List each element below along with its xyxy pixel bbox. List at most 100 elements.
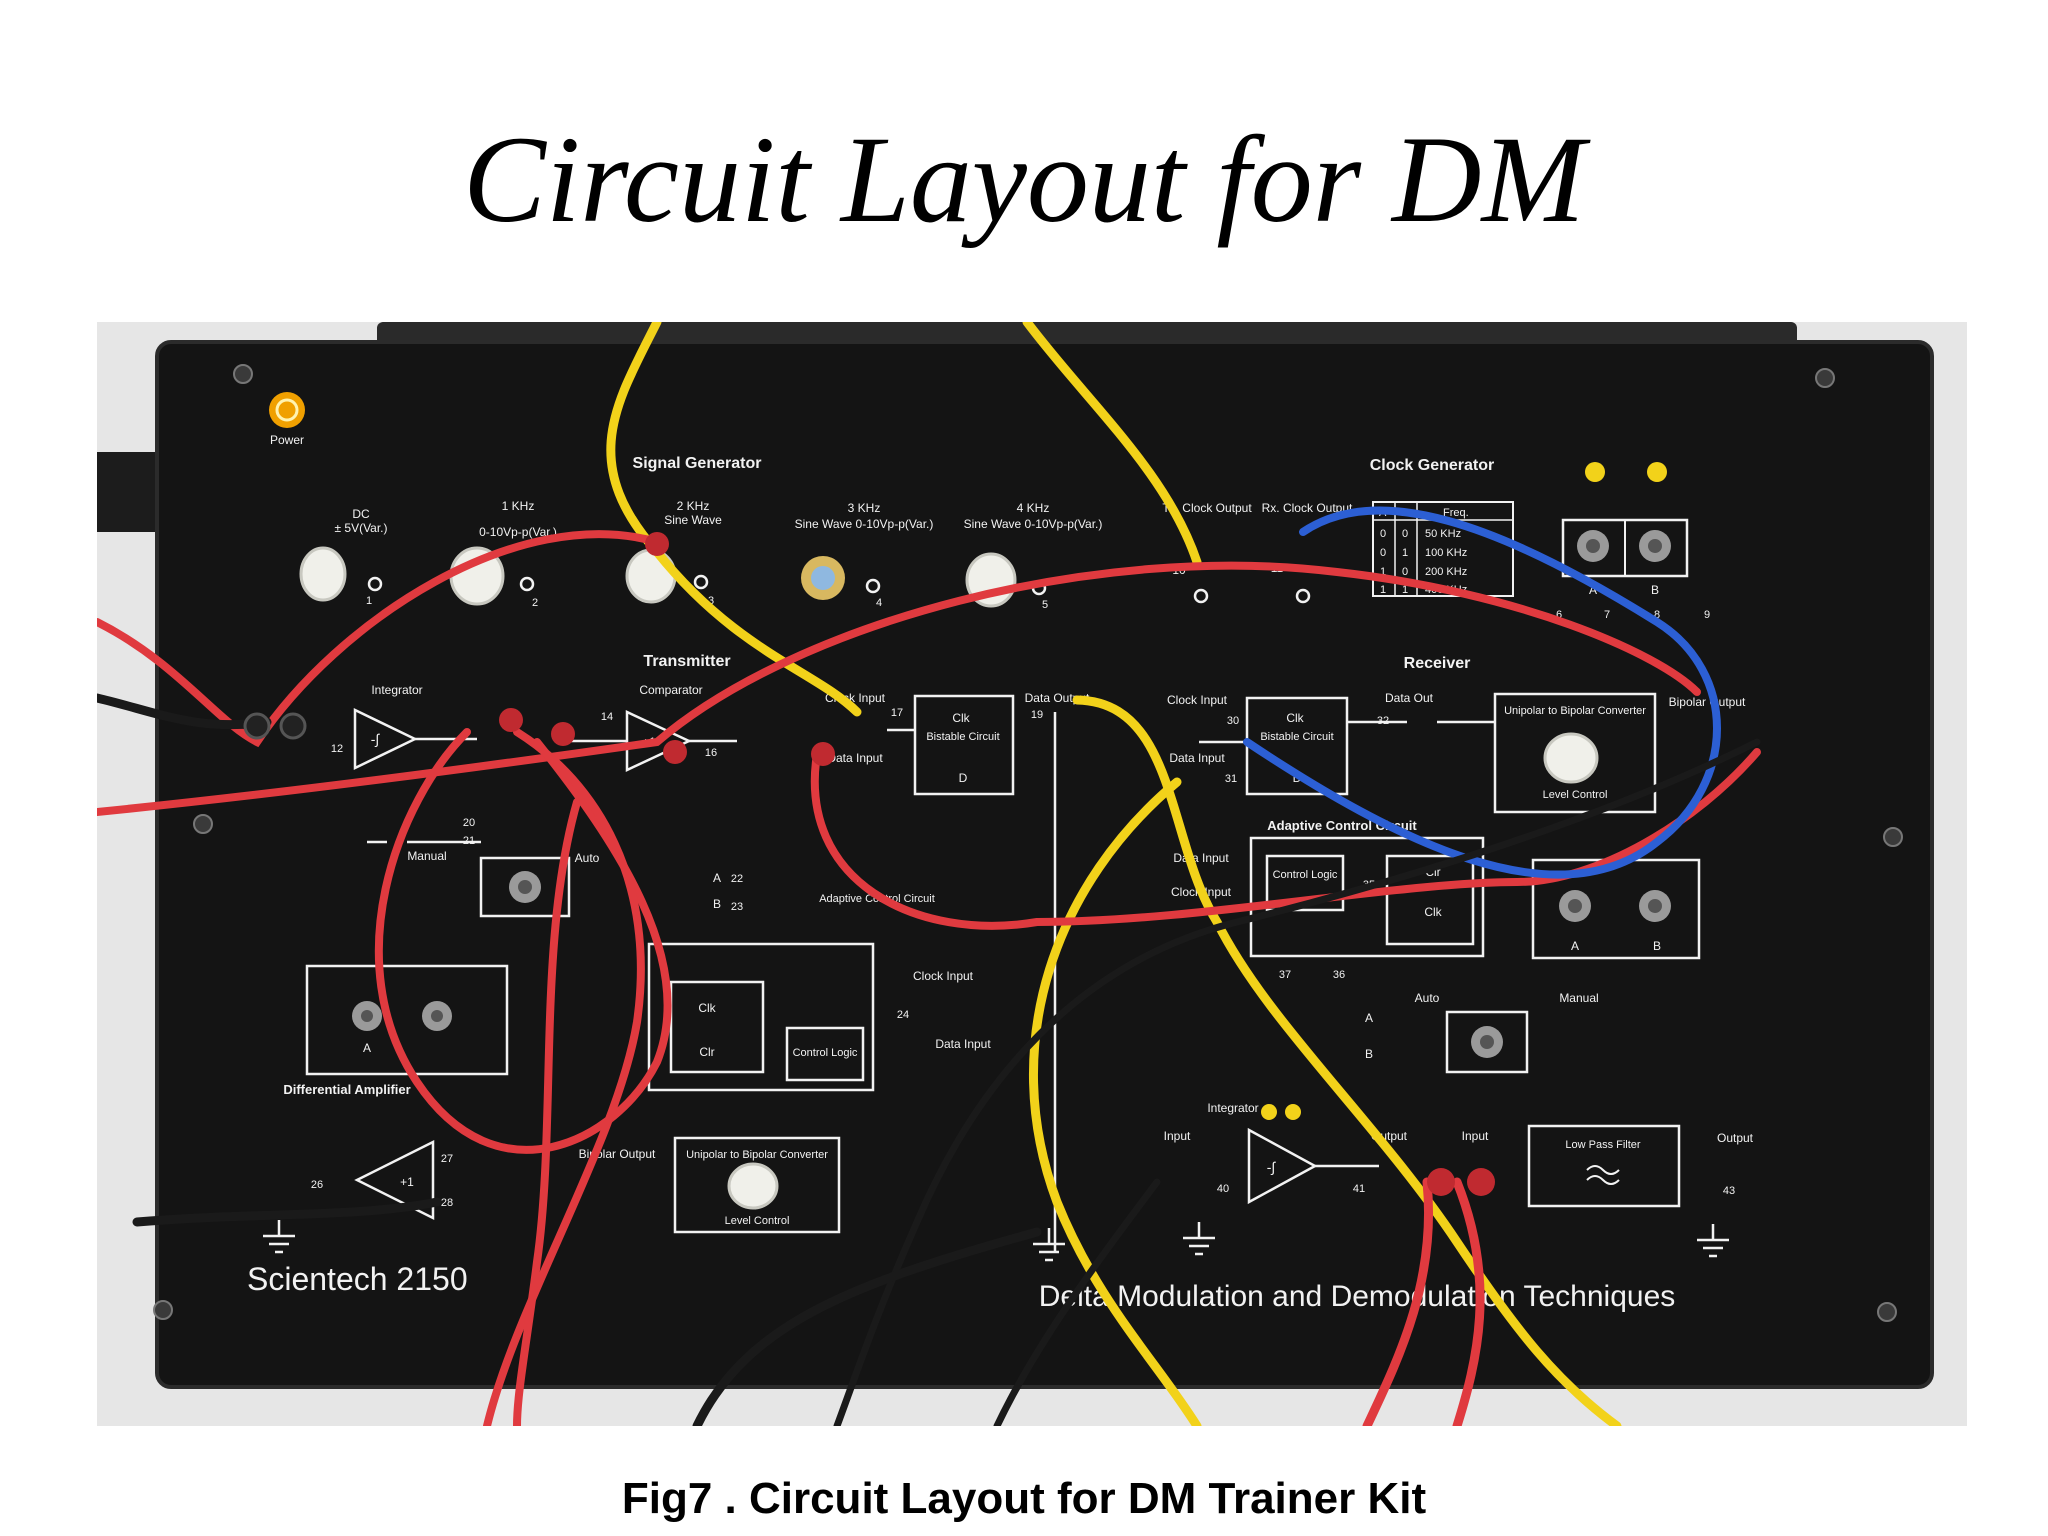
- pin-3: 3: [708, 595, 714, 607]
- pin-37: 37: [1279, 969, 1291, 981]
- rx-integrator-led-1: [1261, 1104, 1277, 1120]
- pin-19: 19: [1031, 709, 1043, 721]
- toggle-switch-b[interactable]: [1639, 530, 1671, 562]
- wire-red-5: [513, 798, 581, 1426]
- tx-switch-knob[interactable]: [509, 871, 541, 903]
- rx-clock-label: Rx. Clock Output: [1262, 501, 1353, 515]
- patch-wires: [97, 322, 1761, 1426]
- pin-1: 1: [366, 595, 372, 607]
- pin-9: 9: [1704, 609, 1710, 621]
- source-5-spec: Sine Wave 0-10Vp-p(Var.): [964, 517, 1103, 531]
- clock-table-row-3-a: 1: [1380, 584, 1386, 596]
- rx-level-control-knob[interactable]: [1543, 732, 1599, 784]
- wire-black-4: [132, 1197, 1042, 1426]
- terminal-2[interactable]: [519, 576, 535, 592]
- bistable-clk: Clk: [952, 711, 970, 725]
- rx-mode-switch[interactable]: [1471, 1026, 1503, 1058]
- rx-clk: Clk: [1286, 711, 1304, 725]
- wire-red-2: [97, 561, 1701, 816]
- rx-toggle-a[interactable]: [1559, 890, 1591, 922]
- tx-level-control-knob[interactable]: [727, 1162, 779, 1210]
- wire-yellow-4: [1028, 777, 1202, 1426]
- ground-icons: [263, 1220, 1729, 1262]
- pin-21: 21: [463, 835, 475, 847]
- terminal-4[interactable]: [865, 578, 881, 594]
- rx-auto-b: B: [1365, 1047, 1373, 1061]
- clock-switch-panel: A B: [1561, 462, 1689, 597]
- terminal-11[interactable]: [1295, 588, 1311, 604]
- toggle-switch-a[interactable]: [1577, 530, 1609, 562]
- pin-26: 26: [311, 1179, 323, 1191]
- transmitter: [305, 694, 1057, 1252]
- tx-manual-label: Manual: [407, 849, 446, 863]
- pin-20: 20: [463, 817, 475, 829]
- source-4-name: 3 KHz: [848, 501, 881, 515]
- section-signal-generator: Signal Generator: [633, 455, 762, 472]
- brand-logo: Scientech 2150: [247, 1261, 468, 1297]
- pin-6: 6: [1556, 609, 1562, 621]
- tx-clock-label: Tx. Clock Output: [1162, 501, 1252, 515]
- comparator-label: Comparator: [639, 683, 702, 697]
- pin-23: 23: [731, 901, 743, 913]
- rx-auto-label: Auto: [1415, 991, 1440, 1005]
- bistable-circuit-block: [913, 694, 1015, 796]
- rx-switch-b: B: [1653, 939, 1661, 953]
- pin-30: 30: [1227, 715, 1239, 727]
- wire-black-2: [833, 738, 1761, 1426]
- manual-auto-switch-block: [479, 856, 571, 918]
- tx-control-logic-block: [785, 1026, 865, 1082]
- clock-table-row-0-a: 0: [1380, 528, 1386, 540]
- clock-table-row-1-b: 1: [1402, 547, 1408, 559]
- tx-clock-input-2: Clock Input: [913, 969, 974, 983]
- terminal-3[interactable]: [693, 574, 709, 590]
- rx-data-input-2: Data Input: [1173, 851, 1229, 865]
- pin-17: 17: [891, 707, 903, 719]
- rx-level-control: Level Control: [1543, 789, 1608, 801]
- rx-integrator-sign: -∫: [1267, 1159, 1277, 1175]
- diff-toggle-a[interactable]: [352, 1001, 382, 1031]
- knob-2khz[interactable]: [625, 548, 677, 604]
- rx-unipolar-bipolar: Unipolar to Bipolar Converter: [1504, 705, 1646, 717]
- diff-toggle-b[interactable]: [422, 1001, 452, 1031]
- led-a-icon: [1585, 462, 1605, 482]
- power-led-icon: [269, 392, 305, 428]
- pin-5: 5: [1042, 599, 1048, 611]
- wire-red-1: [97, 530, 661, 748]
- source-3-name: 2 KHz: [677, 499, 710, 513]
- pin-4: 4: [876, 597, 882, 609]
- product-name: Delta Modulation and Demodulation Techni…: [1039, 1280, 1676, 1313]
- rx-toggle-b[interactable]: [1639, 890, 1671, 922]
- wire-red-6: [811, 748, 1761, 930]
- diff-amp-gain: +1: [400, 1175, 414, 1189]
- rx-input-label: Input: [1164, 1129, 1191, 1143]
- pin-22: 22: [731, 873, 743, 885]
- bistable-d: D: [959, 771, 968, 785]
- power-label: Power: [270, 433, 304, 447]
- section-differential-amplifier: Differential Amplifier: [283, 1082, 410, 1097]
- rx-control-logic-block: [1265, 854, 1345, 912]
- clock-table-row-1-a: 0: [1380, 547, 1386, 559]
- switch-b-label: B: [1651, 583, 1659, 597]
- rx-clock-input-label: Clock Input: [1167, 693, 1228, 707]
- trainer-kit-photo: Power Signal Generator Transmitter Recei…: [97, 322, 1967, 1426]
- diff-switch-a: A: [363, 1041, 371, 1055]
- rx-data-input-label: Data Input: [1169, 751, 1225, 765]
- tx-control-logic: Control Logic: [793, 1047, 858, 1059]
- slide-title: Circuit Layout for DM: [463, 111, 1585, 248]
- pin-31: 31: [1225, 773, 1237, 785]
- pin-24: 24: [897, 1009, 909, 1021]
- terminal-1[interactable]: [367, 576, 383, 592]
- integrator-label: Integrator: [371, 683, 422, 697]
- pin-28: 28: [441, 1197, 453, 1209]
- wire-black-3: [993, 1178, 1161, 1426]
- pin-36: 36: [1333, 969, 1345, 981]
- pin-40: 40: [1217, 1183, 1229, 1195]
- pin-2: 2: [532, 597, 538, 609]
- source-1-spec: ± 5V(Var.): [334, 521, 387, 535]
- terminal-10[interactable]: [1193, 588, 1209, 604]
- wire-yellow-2: [1022, 322, 1202, 567]
- clock-table-row-2-freq: 200 KHz: [1425, 566, 1467, 578]
- tx-level-control: Level Control: [725, 1215, 790, 1227]
- knob-dc[interactable]: [299, 546, 347, 602]
- knob-3khz[interactable]: [801, 556, 845, 600]
